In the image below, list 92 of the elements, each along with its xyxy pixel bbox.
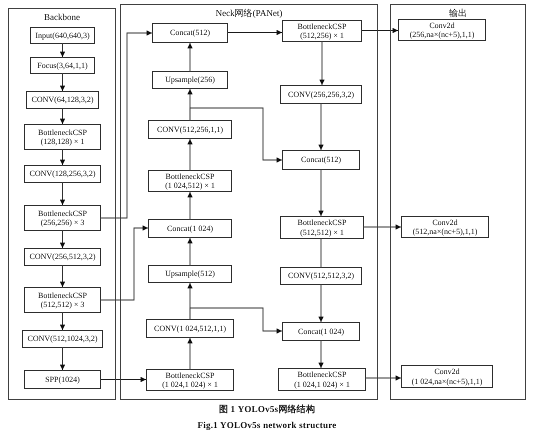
arrow	[100, 225, 148, 300]
panel-heading: Backbone	[44, 13, 80, 22]
layer-box	[24, 287, 101, 313]
arrow	[187, 238, 193, 266]
arrow	[362, 28, 398, 34]
arrow	[60, 182, 66, 206]
layer-label: CONV(512,512,3,2)	[288, 271, 354, 281]
layer-box	[401, 216, 489, 238]
layer-label: BottleneckCSP (256,256) × 3	[38, 208, 87, 228]
panel-heading: Neck网络(PANet)	[216, 9, 282, 18]
layer-box	[148, 170, 232, 192]
arrow	[60, 150, 66, 166]
arrow	[60, 74, 66, 92]
layer-label: CONV(512,256,1,1)	[157, 124, 223, 134]
arrow	[60, 44, 66, 58]
layer-box	[30, 27, 95, 44]
layer-box	[148, 265, 232, 283]
layer-box	[146, 319, 234, 338]
arrow	[60, 266, 66, 288]
layer-box	[152, 23, 228, 43]
layer-label: CONV(256,256,3,2)	[288, 90, 354, 100]
layer-box	[24, 124, 101, 150]
layer-box	[24, 248, 101, 266]
layer-box	[24, 370, 101, 389]
arrow	[319, 42, 325, 86]
section-panel	[8, 8, 116, 400]
arrow	[318, 170, 324, 216]
layer-label: CONV(1 024,512,1,1)	[154, 324, 226, 334]
arrow	[187, 42, 193, 72]
layer-label: SPP(1024)	[45, 374, 80, 384]
layer-box	[24, 165, 101, 183]
arrow	[318, 104, 324, 150]
layer-box	[152, 71, 228, 89]
layer-label: BottleneckCSP (128,128) × 1	[38, 128, 87, 146]
layer-box	[30, 57, 95, 74]
layer-label: Conv2d (512,na×(nc+5),1,1)	[412, 218, 478, 236]
layer-label: Concat(1 024)	[298, 326, 344, 336]
figure-caption: 图 1 YOLOv5s网络结构	[218, 403, 316, 416]
layer-label: Focus(3,64,1,1)	[37, 60, 88, 70]
layer-box	[282, 150, 360, 170]
layer-box	[26, 91, 99, 109]
section-panel	[120, 4, 378, 400]
layer-box	[146, 369, 234, 391]
arrow	[190, 308, 282, 334]
layer-label: Conv2d (1 024,na×(nc+5),1,1)	[412, 367, 482, 386]
arrow	[318, 284, 324, 322]
layer-box	[148, 219, 232, 238]
arrow	[60, 348, 66, 370]
layer-label: BottleneckCSP (1 024,1 024) × 1	[162, 370, 218, 390]
arrow	[318, 340, 324, 368]
section-panel	[390, 4, 526, 400]
arrow	[187, 138, 193, 170]
layer-box	[398, 19, 486, 41]
panel-heading: 输出	[449, 9, 467, 18]
layer-box	[148, 120, 232, 139]
arrow	[228, 30, 282, 36]
layer-label: Concat(1 024)	[167, 224, 213, 234]
layer-label: Concat(512)	[170, 28, 210, 38]
layer-box	[22, 330, 103, 348]
layer-label: CONV(128,256,3,2)	[30, 169, 96, 179]
layer-label: Upsample(512)	[165, 269, 215, 279]
arrow	[100, 30, 152, 218]
layer-box	[280, 267, 362, 285]
layer-label: BottleneckCSP (512,256) × 1	[298, 22, 346, 40]
arrow	[60, 230, 66, 248]
layer-label: Conv2d (256,na×(nc+5),1,1)	[410, 20, 474, 40]
layer-box	[282, 20, 362, 42]
layer-box	[280, 216, 364, 239]
arrow	[187, 338, 193, 370]
arrow	[100, 376, 146, 382]
layer-box	[401, 365, 493, 388]
layer-label: BottleneckCSP (512,512) × 3	[38, 290, 87, 310]
layer-label: CONV(64,128,3,2)	[32, 95, 94, 105]
layer-label: Upsample(256)	[165, 75, 215, 85]
layer-label: BottleneckCSP (1 024,512) × 1	[165, 172, 215, 190]
layer-label: CONV(512,1024,3,2)	[28, 334, 98, 344]
arrow	[366, 375, 402, 381]
arrow	[364, 224, 402, 230]
arrow	[60, 108, 66, 124]
layer-label: BottleneckCSP (1 024,1 024) × 1	[294, 370, 350, 389]
arrow	[187, 192, 193, 220]
layer-box	[24, 205, 101, 231]
figure-caption: Fig.1 YOLOv5s network structure	[198, 418, 336, 432]
layer-label: Input(640,640,3)	[35, 30, 90, 40]
layer-label: CONV(256,512,3,2)	[30, 252, 96, 262]
layer-label: Concat(512)	[301, 155, 341, 165]
layer-label: BottleneckCSP (512,512) × 1	[298, 218, 346, 237]
layer-box	[278, 368, 366, 391]
arrow	[190, 108, 282, 163]
arrow	[60, 312, 66, 330]
layer-box	[282, 322, 360, 341]
layer-box	[280, 85, 362, 104]
